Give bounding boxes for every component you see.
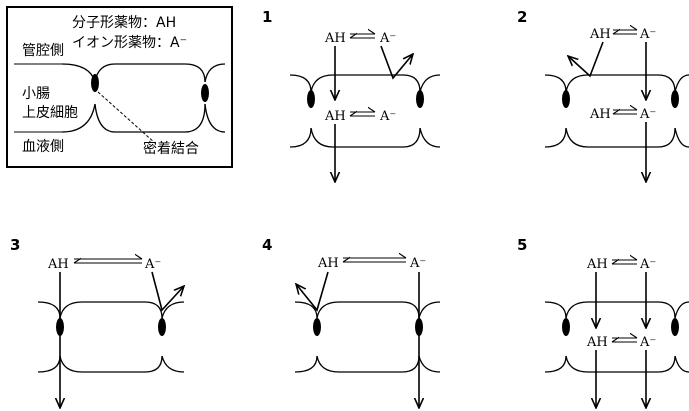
ionic-species: A⁻ (144, 257, 161, 272)
cell-label-line1: 小腸 (22, 86, 50, 102)
arrow-molecule-reflected (568, 41, 604, 78)
blood-side-label: 血液側 (22, 139, 64, 155)
arrow-ion-reflected (151, 271, 184, 312)
junction-left (562, 90, 570, 108)
junction-left (307, 90, 315, 108)
molecular-species: AH (324, 31, 346, 46)
cell-body (544, 301, 689, 373)
junction-right (416, 90, 424, 108)
option-2: 2 AH A⁻ AH A⁻ (517, 8, 689, 182)
option-3: 3 AH A⁻ (10, 236, 184, 408)
legend-cells (14, 63, 226, 144)
ionic-species: A⁻ (639, 27, 656, 42)
molecular-form-label: 分子形薬物：AH (72, 15, 176, 31)
option-number: 3 (10, 236, 20, 254)
junction-right (158, 318, 166, 336)
arrow-ion-reflected (380, 45, 413, 80)
option-number: 4 (262, 236, 272, 254)
cell-label-line2: 上皮細胞 (22, 105, 78, 121)
molecular-species-intracellular: AH (589, 107, 611, 122)
legend-junction-right (201, 84, 209, 102)
legend-junction-left (91, 74, 99, 92)
junction-right (671, 90, 679, 108)
option-number: 1 (262, 8, 272, 26)
lumen-side-label: 管腔側 (22, 43, 64, 59)
option-1: 1 AH A⁻ AH A⁻ (262, 8, 441, 182)
molecular-species: AH (589, 27, 611, 42)
ionic-species: A⁻ (639, 257, 656, 272)
junction-left (313, 318, 321, 336)
cell-body (37, 301, 185, 373)
molecular-species-intracellular: AH (586, 335, 608, 350)
arrow-molecule-reflected (296, 271, 329, 312)
option-5: 5 AH A⁻ AH A⁻ (517, 236, 689, 408)
molecular-species-intracellular: AH (324, 109, 346, 124)
junction-left (562, 318, 570, 336)
legend-frame (6, 6, 233, 168)
junction-right (671, 318, 679, 336)
molecular-species: AH (47, 257, 69, 272)
molecular-species: AH (586, 257, 608, 272)
option-number: 2 (517, 8, 527, 26)
junction-pointer (97, 91, 156, 144)
legend-panel: 分子形薬物：AH イオン形薬物：A⁻ 管腔側 小腸 上皮細胞 血液側 密着結合 (6, 6, 233, 168)
cell-body (289, 74, 441, 148)
ionic-species: A⁻ (379, 31, 396, 46)
option-number: 5 (517, 236, 527, 254)
option-4: 4 AH A⁻ (262, 236, 441, 408)
ionic-species-intracellular: A⁻ (379, 109, 396, 124)
cell-body (544, 74, 689, 148)
molecular-species: AH (317, 256, 339, 271)
ionic-form-label: イオン形薬物：A⁻ (72, 35, 187, 51)
ionic-species: A⁻ (409, 256, 426, 271)
ionic-species-intracellular: A⁻ (639, 335, 656, 350)
ionic-species-intracellular: A⁻ (639, 107, 656, 122)
tight-junction-label: 密着結合 (143, 140, 199, 157)
